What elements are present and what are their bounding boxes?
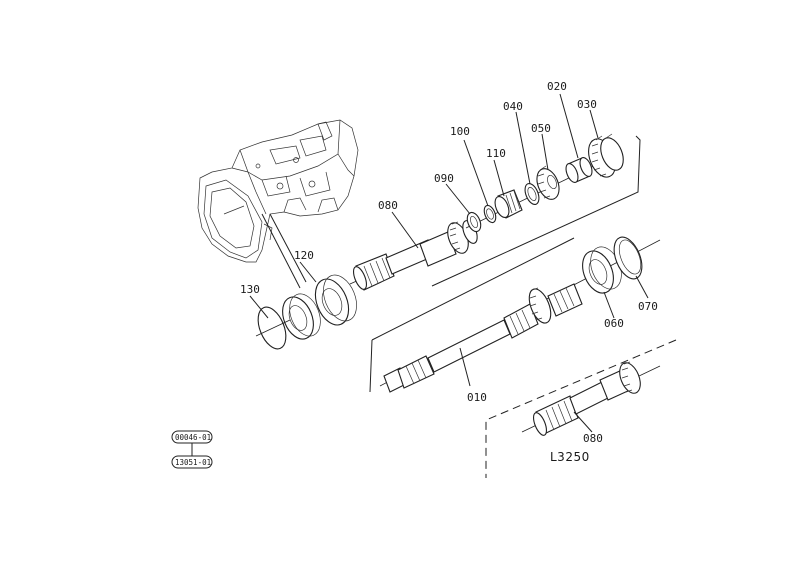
- gear-050: [536, 165, 560, 200]
- bearing-110: [494, 189, 523, 219]
- alternate-shaft-080: [521, 361, 661, 436]
- washer-090: [466, 211, 482, 233]
- label-020: 020: [547, 80, 567, 93]
- washer-040: [524, 183, 540, 205]
- label-130: 130: [240, 283, 260, 296]
- bracket-upper: [431, 135, 641, 287]
- label-070: 070: [638, 300, 658, 313]
- snap-ring-070: [613, 236, 643, 280]
- label-090: 090: [434, 172, 454, 185]
- label-080-alt: 080: [583, 432, 603, 445]
- ref-code-top: 00046-01: [175, 433, 211, 442]
- input-shaft-080: [349, 220, 478, 291]
- bearing-060: [582, 246, 622, 294]
- bracket-alternate-dashed: [485, 339, 677, 478]
- bracket-lower: [369, 237, 575, 393]
- label-120: 120: [294, 249, 314, 262]
- label-leaders: [249, 93, 649, 433]
- collar-020: [565, 156, 593, 184]
- leader-housing-bearing-b: [269, 213, 307, 283]
- label-080: 080: [378, 199, 398, 212]
- label-010: 010: [467, 391, 487, 404]
- leader-housing-bearing-a: [261, 213, 301, 289]
- transmission-housing: [197, 119, 359, 263]
- label-050: 050: [531, 122, 551, 135]
- bearing-120-a: [282, 293, 321, 340]
- label-100: 100: [450, 125, 470, 138]
- bearing-120-b: [314, 274, 357, 326]
- main-shaft-010: [379, 239, 661, 393]
- o-ring-130: [255, 306, 291, 350]
- label-060: 060: [604, 317, 624, 330]
- gear-030: [588, 133, 624, 178]
- ring-100: [483, 204, 497, 224]
- variant-label: L3250: [550, 450, 590, 464]
- reference-badges: 00046-01 13051-01: [171, 430, 213, 469]
- ref-code-bottom: 13051-01: [175, 458, 211, 467]
- label-040: 040: [503, 100, 523, 113]
- label-110: 110: [486, 147, 506, 160]
- label-030: 030: [577, 98, 597, 111]
